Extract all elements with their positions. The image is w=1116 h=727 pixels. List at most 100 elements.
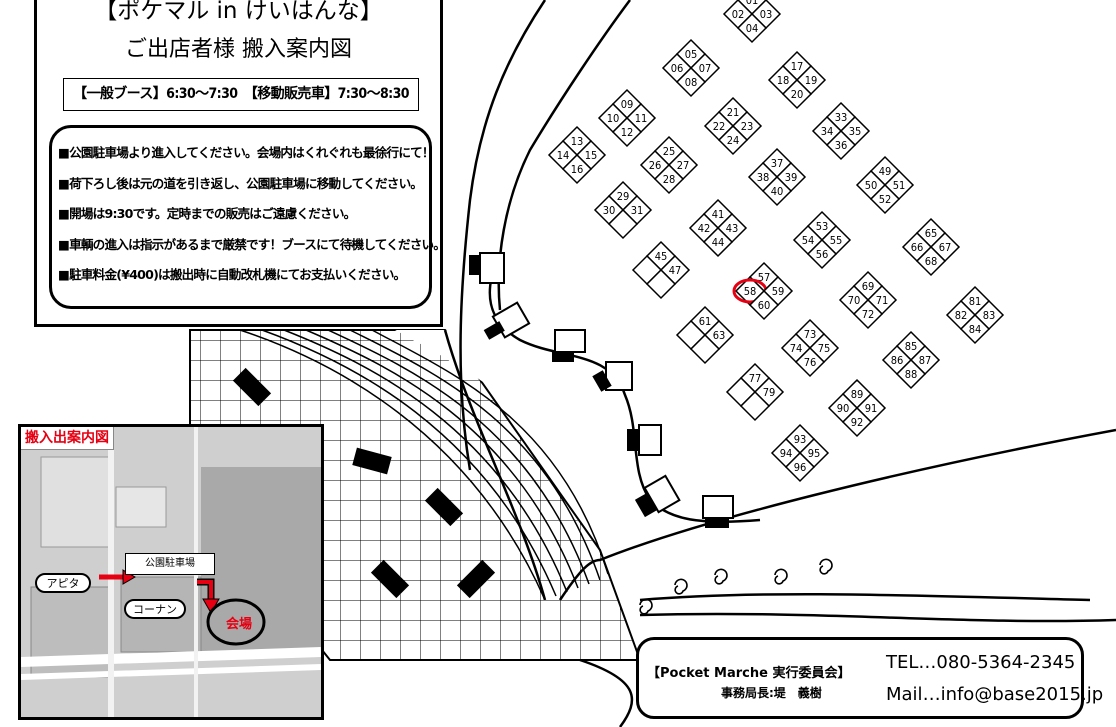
booth-number: 24 bbox=[727, 134, 740, 147]
plaza-vehicles bbox=[232, 367, 496, 599]
booth-40: 40 bbox=[761, 175, 793, 207]
booth-number: 31 bbox=[631, 204, 644, 217]
booth-number: 77 bbox=[749, 372, 762, 385]
booth-68: 68 bbox=[915, 245, 947, 277]
booth-number: 38 bbox=[757, 171, 770, 184]
booth-number: 07 bbox=[699, 62, 712, 75]
booth-52: 52 bbox=[869, 183, 901, 215]
booth-number: 01 bbox=[746, 0, 759, 7]
booth-number: 92 bbox=[851, 416, 864, 429]
booth-number: 56 bbox=[816, 248, 829, 261]
booth-number: 95 bbox=[808, 447, 821, 460]
booth-number: 82 bbox=[955, 309, 968, 322]
booth-number: 58 bbox=[744, 285, 757, 298]
booth-08: 08 bbox=[675, 66, 707, 98]
tel-number: TEL…080-5364-2345 bbox=[886, 652, 1076, 673]
booth-number: 28 bbox=[663, 173, 676, 186]
booth-number: 51 bbox=[893, 179, 906, 192]
booth-number: 70 bbox=[848, 294, 861, 307]
booth-number: 11 bbox=[635, 112, 648, 125]
booth-number: 15 bbox=[585, 149, 598, 162]
booth-number: 76 bbox=[804, 356, 817, 369]
booth-88: 88 bbox=[895, 358, 927, 390]
booth-number: 72 bbox=[862, 308, 875, 321]
booth-number: 96 bbox=[794, 461, 807, 474]
booth-16: 16 bbox=[561, 153, 593, 185]
booth-76: 76 bbox=[794, 346, 826, 378]
booth-number: 65 bbox=[925, 227, 938, 240]
booth-number: 54 bbox=[802, 234, 815, 247]
booth-number: 93 bbox=[794, 433, 807, 446]
label-venue: 会場 bbox=[226, 617, 253, 632]
booth-28: 28 bbox=[653, 163, 685, 195]
booth-72: 72 bbox=[852, 298, 884, 330]
booth-number: 17 bbox=[791, 60, 804, 73]
booth-number: 14 bbox=[557, 149, 570, 162]
booth-number: 35 bbox=[849, 125, 862, 138]
booth-number: 36 bbox=[835, 139, 848, 152]
hours-box: 【一般ブース】6:30～7:30 【移動販売車】7:30～8:30 bbox=[63, 78, 419, 111]
booth-number: 86 bbox=[891, 354, 904, 367]
booth-number: 16 bbox=[571, 163, 584, 176]
booth-number: 57 bbox=[758, 271, 771, 284]
label-apita: アピタ bbox=[35, 573, 91, 593]
label-parking: 公園駐車場 bbox=[125, 553, 215, 575]
booth-number: 22 bbox=[713, 120, 726, 133]
booth-number: 73 bbox=[804, 328, 817, 341]
booth-number: 40 bbox=[771, 185, 784, 198]
inset-title: 搬入出案内図 bbox=[21, 427, 114, 450]
mobile-vehicles bbox=[469, 252, 734, 528]
booth-number: 08 bbox=[685, 76, 698, 89]
rules-box: ■公園駐車場より進入してください。会場内はくれぐれも最徐行にて！ ■荷下ろし後は… bbox=[49, 125, 446, 309]
booth-number: 12 bbox=[621, 126, 634, 139]
booth-92: 92 bbox=[841, 406, 873, 438]
booth-number: 67 bbox=[939, 241, 952, 254]
booth-number: 02 bbox=[732, 8, 745, 21]
booth-number: 81 bbox=[969, 295, 982, 308]
booth-number: 13 bbox=[571, 135, 584, 148]
booth-number: 74 bbox=[790, 342, 803, 355]
booth-number: 61 bbox=[699, 315, 712, 328]
booth-number: 20 bbox=[791, 88, 804, 101]
water-boundary bbox=[443, 0, 1116, 727]
booth-number: 34 bbox=[821, 125, 834, 138]
booth-96: 96 bbox=[784, 451, 816, 483]
booth-number: 53 bbox=[816, 220, 829, 233]
booth-number: 66 bbox=[911, 241, 924, 254]
booth-number: 91 bbox=[865, 402, 878, 415]
booth-number: 90 bbox=[837, 402, 850, 415]
booth-number: 84 bbox=[969, 323, 982, 336]
booth-80 bbox=[739, 390, 771, 422]
booth-number: 09 bbox=[621, 98, 634, 111]
booth-36: 36 bbox=[825, 129, 857, 161]
booth-number: 89 bbox=[851, 388, 864, 401]
booth-number: 42 bbox=[698, 222, 711, 235]
booth-number: 25 bbox=[663, 145, 676, 158]
booth-number: 50 bbox=[865, 179, 878, 192]
booth-number: 41 bbox=[712, 208, 725, 221]
booth-20: 20 bbox=[781, 78, 813, 110]
booth-number: 44 bbox=[712, 236, 725, 249]
booth-number: 52 bbox=[879, 193, 892, 206]
booth-number: 69 bbox=[862, 280, 875, 293]
booth-number: 30 bbox=[603, 204, 616, 217]
booth-32 bbox=[607, 208, 639, 240]
booth-number: 75 bbox=[818, 342, 831, 355]
rule-item: ■駐車料金(¥400)は搬出時に自動改札機にてお支払いください。 bbox=[58, 267, 406, 282]
booth-60: 60 bbox=[748, 289, 780, 321]
booth-number: 85 bbox=[905, 340, 918, 353]
booth-number: 55 bbox=[830, 234, 843, 247]
booth-number: 26 bbox=[649, 159, 662, 172]
booth-number: 79 bbox=[763, 386, 776, 399]
subtitle: ご出店者様 搬入案内図 bbox=[125, 37, 352, 62]
booth-24: 24 bbox=[717, 124, 749, 156]
mail-address: Mail…info@base2015.jp bbox=[886, 684, 1104, 705]
rule-item: ■荷下ろし後は元の道を引き返し、公園駐車場に移動してください。 bbox=[58, 175, 423, 191]
booth-44: 44 bbox=[702, 226, 734, 258]
booth-number: 60 bbox=[758, 299, 771, 312]
booth-number: 27 bbox=[677, 159, 690, 172]
secretary-name: 事務局長:堤 義樹 bbox=[721, 686, 822, 700]
booth-number: 37 bbox=[771, 157, 784, 170]
booth-number: 23 bbox=[741, 120, 754, 133]
